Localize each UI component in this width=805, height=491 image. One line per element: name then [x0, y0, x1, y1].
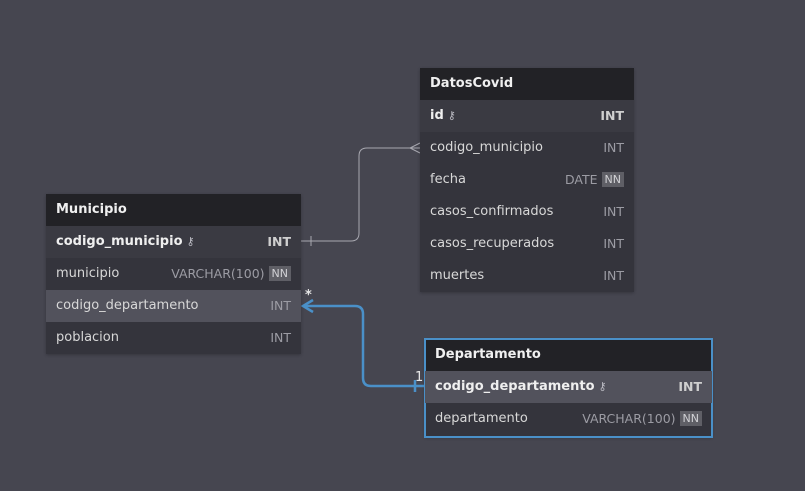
column-type: INT: [270, 330, 291, 345]
link-municipio-departamento[interactable]: [303, 304, 426, 388]
table-municipio[interactable]: Municipio codigo_municipio⚷ INT municipi…: [46, 194, 301, 354]
column-type: INT: [603, 204, 624, 219]
column-type: INT: [603, 236, 624, 251]
column-name: codigo_departamento: [435, 379, 595, 394]
column-name: codigo_municipio: [430, 140, 544, 155]
not-null-badge: NN: [679, 411, 702, 426]
key-icon: ⚷: [447, 109, 456, 122]
column-name: municipio: [56, 266, 120, 281]
key-icon: ⚷: [598, 380, 607, 393]
column-name: departamento: [435, 411, 528, 426]
column-row[interactable]: casos_recuperados INT: [420, 228, 634, 260]
table-title[interactable]: Municipio: [46, 194, 301, 226]
column-row[interactable]: departamento VARCHAR(100)NN: [425, 403, 712, 435]
column-row[interactable]: codigo_municipio⚷ INT: [46, 226, 301, 258]
column-name: codigo_departamento: [56, 298, 199, 313]
column-type: INT: [603, 140, 624, 155]
column-type: VARCHAR(100): [171, 266, 265, 281]
column-name: muertes: [430, 268, 485, 283]
column-row[interactable]: poblacion INT: [46, 322, 301, 354]
column-name: id: [430, 108, 444, 123]
not-null-badge: NN: [268, 266, 291, 281]
many-marker: [408, 142, 421, 154]
column-row[interactable]: muertes INT: [420, 260, 634, 292]
column-name: fecha: [430, 172, 466, 187]
cardinality-many-label: *: [305, 288, 312, 303]
column-type: INT: [678, 379, 702, 394]
column-type: INT: [267, 234, 291, 249]
column-row[interactable]: id⚷ INT: [420, 100, 634, 132]
column-type: INT: [270, 298, 291, 313]
cardinality-one-label: 1: [415, 370, 424, 385]
table-title[interactable]: DatosCovid: [420, 68, 634, 100]
column-row[interactable]: codigo_departamento INT: [46, 290, 301, 322]
column-name: casos_confirmados: [430, 204, 554, 219]
table-departamento[interactable]: Departamento codigo_departamento⚷ INT de…: [424, 338, 713, 438]
not-null-badge: NN: [601, 172, 624, 187]
column-row[interactable]: municipio VARCHAR(100)NN: [46, 258, 301, 290]
column-type: DATE: [565, 172, 598, 187]
table-title[interactable]: Departamento: [425, 339, 712, 371]
column-name: poblacion: [56, 330, 119, 345]
column-type: INT: [600, 108, 624, 123]
column-row[interactable]: codigo_departamento⚷ INT: [425, 371, 712, 403]
column-type: INT: [603, 268, 624, 283]
column-row[interactable]: codigo_municipio INT: [420, 132, 634, 164]
link-municipio-datoscovid[interactable]: [301, 147, 420, 242]
column-type: VARCHAR(100): [582, 411, 676, 426]
table-datoscovid[interactable]: DatosCovid id⚷ INT codigo_municipio INT …: [420, 68, 634, 292]
column-name: codigo_municipio: [56, 234, 183, 249]
column-name: casos_recuperados: [430, 236, 555, 251]
column-row[interactable]: casos_confirmados INT: [420, 196, 634, 228]
key-icon: ⚷: [186, 235, 195, 248]
